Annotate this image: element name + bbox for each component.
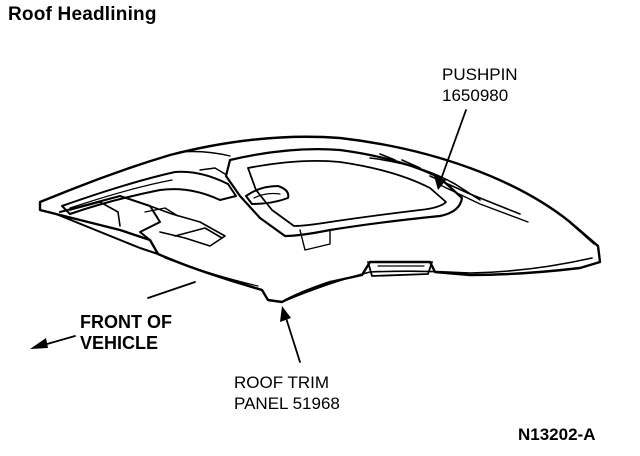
front-label-line2: VEHICLE: [80, 333, 159, 353]
front-direction-line: [147, 281, 196, 299]
visor-strip: [61, 170, 237, 215]
pushpin-label-line2: 1650980: [442, 86, 509, 105]
front-edge: [55, 213, 159, 255]
pushpin-callout: PUSHPIN 1650980: [442, 64, 518, 106]
roof-trim-label-line1: ROOF TRIM: [234, 373, 330, 392]
pushpin-arrowhead: [434, 176, 446, 190]
pushpin-label-line1: PUSHPIN: [442, 65, 518, 84]
sunroof-frame-outer: [224, 148, 464, 238]
pushpin-leader: [439, 109, 467, 183]
front-of-vehicle-callout: FRONT OF VEHICLE: [80, 312, 172, 354]
rear-tab: [367, 261, 433, 277]
roof-trim-arrowhead: [280, 306, 291, 322]
dome-light: [245, 185, 290, 205]
diagram-title: Roof Headlining: [8, 4, 157, 25]
underside-panel: [59, 195, 161, 241]
figure-id: N13202-A: [518, 425, 596, 444]
front-direction-arrowhead: [30, 338, 48, 349]
front-label-line1: FRONT OF: [80, 312, 172, 332]
sunroof-frame-inner: [247, 159, 447, 227]
roof-trim-panel-edge: [157, 253, 263, 291]
roof-trim-label-line2: PANEL 51968: [234, 394, 340, 413]
roof-trim-panel-callout: ROOF TRIM PANEL 51968: [234, 372, 340, 414]
roof-trim-leader: [285, 317, 301, 363]
